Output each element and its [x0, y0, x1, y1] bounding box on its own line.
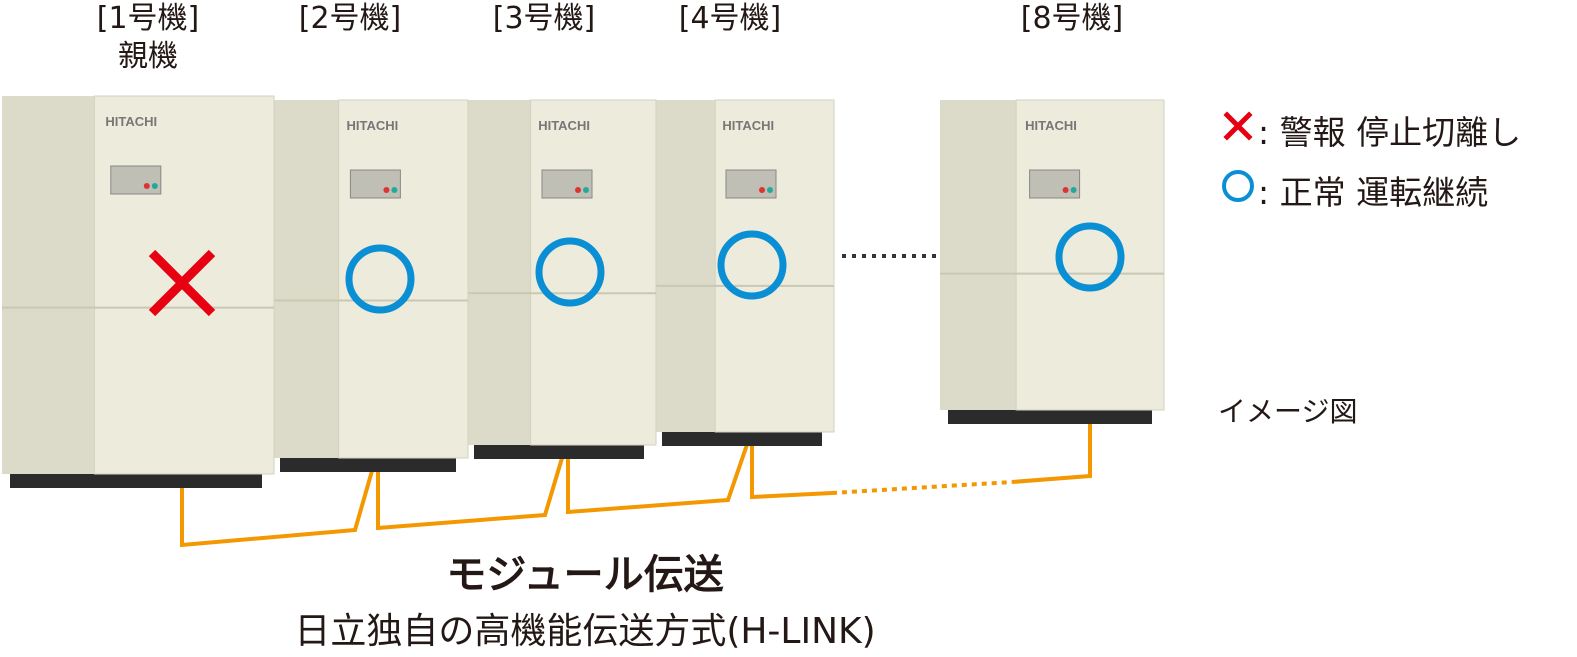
panel-lamp-green — [583, 187, 589, 193]
panel-lamp-green — [767, 187, 773, 193]
cabinet-side — [466, 100, 531, 445]
legend-stop: : 警報 停止切離し — [1218, 106, 1521, 154]
control-panel — [349, 169, 401, 199]
unit-number-8: [8号機] — [1020, 1, 1124, 36]
panel-lamp-red — [143, 183, 150, 189]
unit-number-2: [2号機] — [298, 1, 402, 36]
control-panel — [541, 169, 593, 199]
panel-lamp-red — [575, 187, 581, 193]
panel-lamp-red — [1062, 187, 1069, 193]
cabinet-side — [654, 100, 716, 432]
panel-lamp-red — [759, 187, 765, 193]
cabinet-4: HITACHI — [654, 99, 835, 446]
circle-icon — [1218, 168, 1258, 212]
image-note: イメージ図 — [1218, 395, 1358, 428]
hlink-line-end — [1011, 405, 1092, 484]
panel-lamp-green — [1070, 187, 1077, 193]
cross-icon — [1218, 110, 1258, 150]
cabinet-side — [940, 100, 1017, 410]
unit-number-1: [1号機] — [96, 1, 200, 36]
panel-lamp-red — [383, 187, 390, 193]
cabinet-front — [338, 99, 469, 459]
legend-normal-text: : 正常 運転継続 — [1258, 173, 1489, 212]
cabinet-side — [272, 100, 339, 458]
cross-icon — [148, 249, 216, 317]
control-panel — [1029, 169, 1081, 199]
brand-logo: HITACHI — [346, 118, 398, 133]
brand-logo: HITACHI — [105, 114, 157, 129]
unit-label-1: [1号機] 親機 — [88, 0, 208, 76]
cabinet-front — [1015, 99, 1165, 411]
cabinet-3: HITACHI — [466, 99, 657, 459]
legend-normal: : 正常 運転継続 — [1218, 166, 1488, 214]
brand-logo: HITACHI — [722, 118, 774, 133]
caption-title: モジュール伝送 — [446, 552, 724, 598]
panel-lamp-green — [391, 187, 398, 193]
cabinet-front — [714, 99, 835, 433]
circle-icon — [535, 237, 605, 307]
control-panel — [725, 169, 777, 199]
unit-label-8: [8号機] — [1012, 0, 1132, 38]
circle-icon — [717, 230, 787, 300]
unit-number-4: [4号機] — [678, 1, 782, 36]
cabinet-2: HITACHI — [272, 99, 469, 472]
caption-subtitle: 日立独自の高機能伝送方式(H-LINK) — [294, 611, 876, 652]
cabinet-front — [530, 99, 657, 446]
unit-label-2: [2号機] — [290, 0, 410, 38]
cabinet-front — [93, 95, 275, 475]
unit-label-3: [3号機] — [484, 0, 604, 38]
circle-icon — [345, 244, 415, 314]
hlink-line-dotted — [831, 480, 1013, 495]
cabinet-5: HITACHI — [940, 99, 1165, 424]
unit-number-3: [3号機] — [492, 1, 596, 36]
legend-stop-text: : 警報 停止切離し — [1258, 113, 1522, 152]
cabinet-1: HITACHI — [2, 95, 275, 488]
brand-logo: HITACHI — [1025, 118, 1077, 133]
cabinet-side — [2, 96, 95, 474]
unit-label-4: [4号機] — [670, 0, 790, 38]
brand-logo: HITACHI — [538, 118, 590, 133]
control-panel — [110, 165, 162, 195]
circle-icon — [1055, 222, 1125, 292]
unit-role-1: 親機 — [118, 39, 178, 74]
panel-lamp-green — [151, 183, 158, 189]
